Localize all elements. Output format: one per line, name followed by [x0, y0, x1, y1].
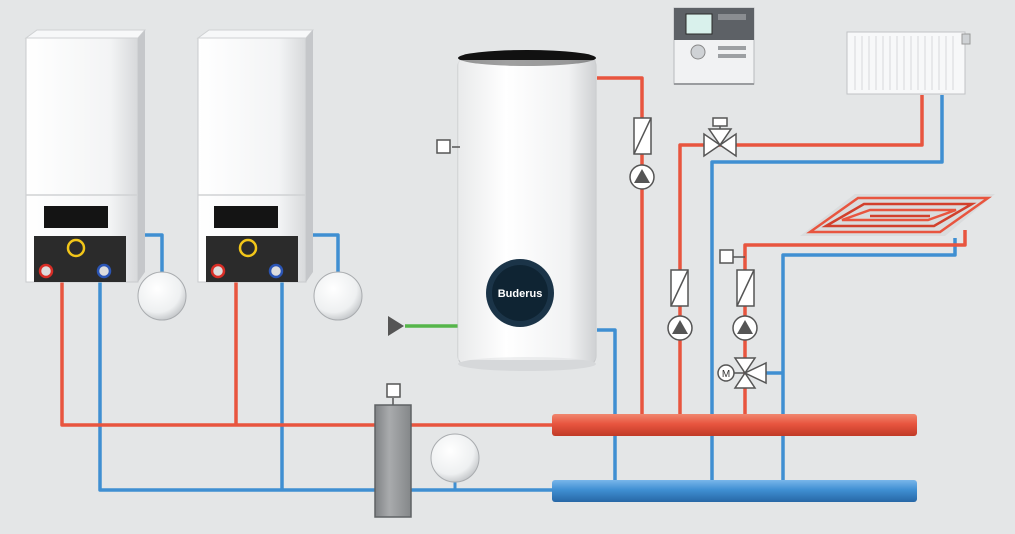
boiler2-display-panel	[214, 206, 278, 228]
underfloor-heating-icon	[800, 194, 995, 236]
floor-heating-branch: M	[717, 249, 767, 389]
wall-boiler-2	[196, 29, 315, 283]
expansion-vessel-3	[430, 433, 480, 490]
heating-controller	[673, 7, 755, 85]
storage-tank: Buderus	[436, 50, 597, 371]
expansion-vessel-icon	[137, 271, 187, 321]
floor-heating	[800, 194, 995, 236]
heating-controller-icon	[685, 13, 713, 35]
three-way-valve-icon	[703, 117, 737, 158]
pump-icon	[667, 315, 693, 341]
gas-inlet-arrow-icon	[388, 316, 404, 336]
radiator-return-pipe	[710, 95, 944, 490]
hydraulic-separator	[374, 383, 412, 518]
temperature-sensor-icon	[719, 249, 734, 264]
expansion-vessel-icon	[313, 271, 363, 321]
supply-header	[552, 414, 917, 436]
mixing-valve-motor-letter: M	[722, 369, 730, 380]
expansion-vessel-icon	[430, 433, 480, 483]
pump-icon	[629, 164, 655, 190]
floor-return-pipe	[781, 238, 957, 490]
wall-boiler-1	[24, 29, 147, 283]
gas-connection	[388, 316, 460, 336]
motor-mixing-valve-icon: M	[717, 357, 767, 389]
boiler1-supply-pipe	[60, 275, 375, 427]
boiler2-return-port-icon	[268, 263, 284, 279]
floor-supply-pipe	[743, 230, 967, 425]
tank-supply-pipe	[597, 76, 644, 425]
return-pipes	[98, 95, 957, 492]
boiler1-display-panel	[44, 206, 108, 228]
boiler2-supply-port-icon	[210, 263, 226, 279]
boiler1-return-port-icon	[96, 263, 112, 279]
pump-icon	[732, 315, 758, 341]
radiator	[846, 31, 971, 95]
temperature-sensor-icon	[436, 139, 451, 154]
boiler2-indicator-icon	[238, 238, 258, 258]
temperature-sensor-icon	[386, 383, 401, 398]
radiator-branch	[667, 117, 737, 341]
tank-return-pipe	[597, 328, 617, 490]
tank-brand-label: Buderus	[498, 288, 543, 300]
expansion-vessel-2	[313, 271, 363, 321]
boiler1-indicator-icon	[66, 238, 86, 258]
boiler1-supply-port-icon	[38, 263, 54, 279]
radiator-icon	[854, 36, 954, 90]
return-header	[552, 480, 917, 502]
expansion-vessel-1	[137, 271, 187, 321]
tank-charging-branch	[629, 117, 655, 190]
